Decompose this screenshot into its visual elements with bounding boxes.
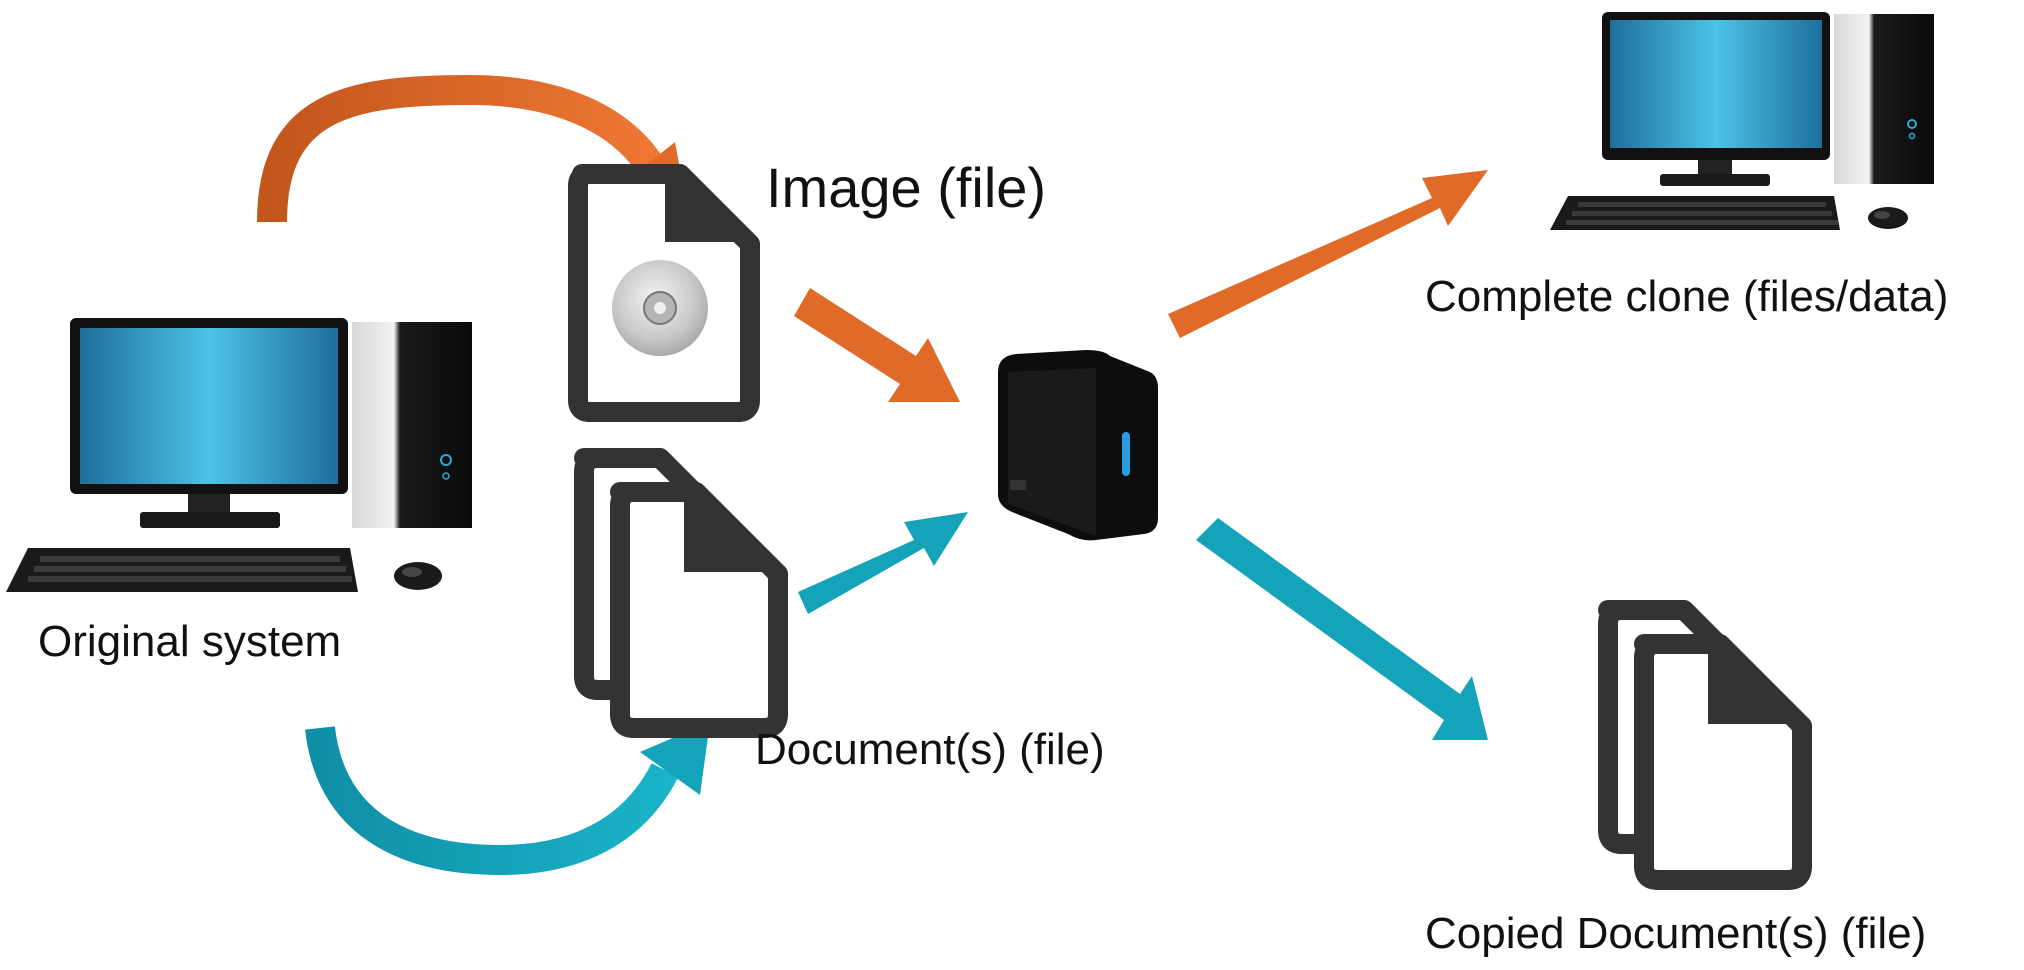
- drive-to-copied-documents-arrow: [1196, 518, 1488, 740]
- documents-file-icon: [574, 448, 788, 738]
- copied-documents-label: Copied Document(s) (file): [1425, 909, 1927, 958]
- clone-computer-icon: [1550, 12, 1934, 230]
- image-file-label: Image (file): [766, 156, 1047, 219]
- external-drive-icon: [998, 350, 1158, 541]
- documents-file-label: Document(s) (file): [755, 725, 1105, 774]
- documents-to-drive-arrow: [798, 512, 968, 614]
- copied-documents-icon: [1598, 600, 1812, 890]
- original-system-label: Original system: [38, 617, 342, 666]
- disc-image-file-icon: [568, 164, 760, 422]
- complete-clone-label: Complete clone (files/data): [1425, 272, 1949, 321]
- document-copy-curved-arrow: [305, 722, 710, 876]
- drive-to-clone-arrow: [1168, 170, 1488, 338]
- original-computer-icon: [6, 318, 472, 592]
- image-to-drive-arrow: [794, 288, 960, 402]
